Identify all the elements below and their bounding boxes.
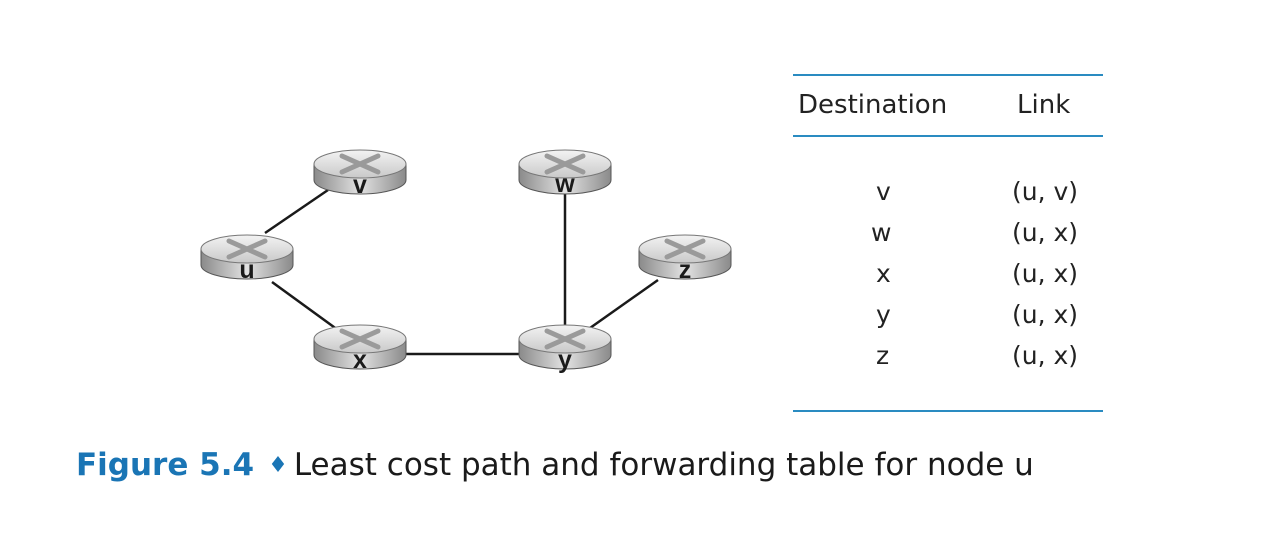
router-z: z: [638, 234, 732, 284]
router-x: x: [313, 324, 407, 374]
router-label-w: w: [554, 170, 575, 198]
link-u-x: [271, 280, 339, 332]
row-destination: x: [876, 259, 891, 288]
link-u-v: [264, 188, 329, 235]
figure-caption: Figure 5.4 ♦Least cost path and forwardin…: [76, 447, 1034, 483]
router-label-y: y: [558, 346, 572, 374]
router-w: w: [518, 149, 612, 198]
router-y: y: [518, 324, 612, 374]
row-link: (u, x): [1012, 259, 1079, 288]
row-destination: y: [876, 300, 891, 329]
forwarding-table: Destination Link v (u, v) w (u, x) x (u,…: [793, 74, 1103, 412]
header-link: Link: [1017, 90, 1071, 120]
row-destination: z: [876, 341, 890, 370]
caption-text: Least cost path and forwarding table for…: [293, 447, 1034, 483]
row-link: (u, v): [1012, 177, 1079, 206]
row-link: (u, x): [1012, 300, 1079, 329]
router-label-x: x: [353, 346, 367, 374]
link-y-z: [589, 278, 659, 330]
row-destination: w: [871, 218, 892, 247]
figure-number: Figure 5.4: [76, 447, 255, 483]
table-header-rule: [793, 135, 1103, 137]
router-v: v: [313, 149, 407, 199]
header-destination: Destination: [798, 90, 948, 120]
network-diagram: v w u z x y: [200, 149, 732, 374]
links: [264, 188, 659, 356]
row-link: (u, x): [1012, 341, 1079, 370]
row-link: (u, x): [1012, 218, 1079, 247]
table-top-rule: [793, 74, 1103, 76]
router-label-z: z: [679, 256, 692, 284]
row-destination: v: [876, 177, 891, 206]
router-label-v: v: [353, 171, 367, 199]
diamond-icon: ♦: [268, 453, 288, 478]
router-u: u: [200, 234, 294, 284]
table-bottom-rule: [793, 410, 1103, 412]
router-label-u: u: [239, 256, 254, 284]
